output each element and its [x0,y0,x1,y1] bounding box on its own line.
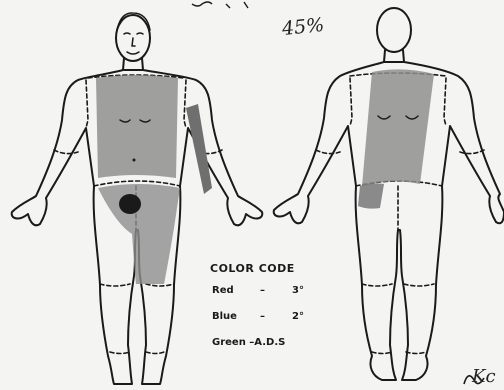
legend-degree-blue: 2° [292,311,304,322]
legend-separator-blue: – [260,311,265,322]
legend-row-green: Green –A.D.S [210,337,320,363]
front-burn-groin [119,194,141,214]
color-code-legend: COLOR CODE Red – 3° Blue – 2° Green –A.D… [210,262,320,363]
legend-label-green: Green –A.D.S [212,337,285,348]
top-handwriting-fragment [192,2,248,8]
back-burn-flank [358,183,384,208]
legend-color-red: Red [212,285,234,296]
legend-row-blue: Blue – 2° [210,311,320,337]
back-head [377,8,411,52]
corner-mark: Kc [472,366,496,387]
legend-separator-red: – [260,285,265,296]
percentage-note: 45% [281,14,325,40]
legend-color-blue: Blue [212,311,237,322]
legend-degree-red: 3° [292,285,304,296]
front-burn-torso [96,75,178,178]
legend-title: COLOR CODE [210,262,320,275]
legend-row-red: Red – 3° [210,285,320,311]
